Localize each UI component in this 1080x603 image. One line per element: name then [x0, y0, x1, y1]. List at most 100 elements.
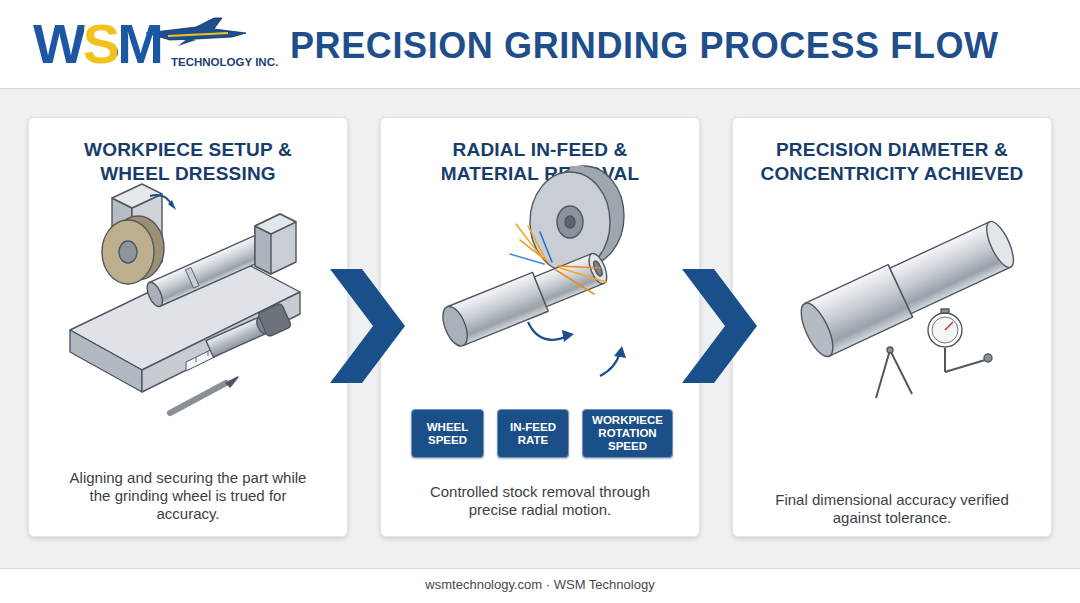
jet-icon-part [146, 18, 246, 40]
grinding-machine-part [132, 194, 162, 276]
grinding-contact-part-part [592, 260, 604, 277]
grinding-machine-part [102, 220, 154, 284]
grinding-machine-part [226, 377, 238, 387]
card-heading: PRECISION DIAMETER & CONCENTRICITY ACHIE… [737, 138, 1047, 186]
finished-part-part [876, 350, 890, 398]
parameter-box: IN-FEED RATE [497, 409, 569, 458]
finished-part-part [887, 347, 893, 353]
grinding-contact-part-part [528, 226, 546, 260]
finished-part-part [941, 309, 949, 313]
grinding-machine-part [168, 200, 176, 210]
grinding-contact-part-part [540, 232, 552, 262]
grinding-machine-part-part [263, 227, 285, 256]
finished-part-part [945, 360, 985, 372]
grinding-machine-part [150, 195, 172, 206]
parameter-box: WORKPIECE ROTATION SPEED [582, 409, 673, 458]
grinding-machine-part-part [256, 327, 257, 332]
grinding-machine-part [170, 383, 226, 413]
grinding-contact-part [614, 346, 626, 358]
grinding-machine-part-part [232, 339, 233, 344]
grinding-contact-part [557, 206, 583, 238]
jet-icon-part [178, 38, 196, 46]
jet-icon-part [168, 33, 228, 36]
grinding-contact-part-part [534, 254, 603, 307]
grinding-contact-part-part [510, 254, 544, 264]
process-card: WORKPIECE SETUP & WHEEL DRESSING Aligning… [28, 117, 348, 537]
grinding-machine-part [255, 214, 296, 234]
finished-part-part-part [888, 265, 913, 318]
parameter-label: WORKPIECE ROTATION SPEED [586, 414, 669, 453]
grinding-contact-part [438, 246, 612, 349]
jet-icon [146, 18, 246, 46]
footer-caption: wsmtechnology.com · WSM Technology [0, 577, 1080, 593]
grinding-machine-part [112, 216, 164, 280]
grinding-machine-part [70, 330, 142, 392]
grinding-machine-part-part [244, 333, 245, 338]
grinding-contact-part [562, 330, 574, 342]
grinding-contact-part-part [520, 240, 548, 262]
grinding-machine-part-part [196, 357, 197, 362]
finished-part-part-part [890, 222, 1011, 314]
grinding-machine-part [204, 303, 291, 361]
finished-part-part [795, 214, 1021, 360]
diagram-title: PRECISION GRINDING PROCESS FLOW [290, 25, 999, 67]
grinding-machine-part-part [185, 267, 199, 288]
grinding-machine-part [142, 292, 300, 392]
grinding-machine-part-part [208, 351, 209, 356]
grinding-machine-part [196, 321, 268, 362]
grinding-contact-part-part [560, 268, 606, 282]
finished-part-part-part [981, 218, 1018, 271]
finished-part [795, 214, 1021, 398]
card-heading: RADIAL IN-FEED & MATERIAL REMOVAL [415, 138, 665, 186]
grinding-machine-part [144, 227, 284, 309]
parameter-label: WHEEL SPEED [415, 421, 480, 447]
grinding-machine-part-part [254, 315, 270, 336]
grinding-contact-part [528, 322, 568, 340]
grinding-machine-part-part [149, 230, 278, 307]
finished-part-part [928, 313, 962, 347]
grinding-machine [70, 184, 300, 413]
logo-tagline: TECHNOLOGY INC. [171, 56, 278, 69]
finished-part-part-part [805, 265, 913, 356]
grinding-contact-part-part [438, 303, 472, 349]
card-description: Aligning and securing the part while the… [63, 469, 313, 523]
grinding-machine-part-part [257, 303, 291, 337]
grinding-contact-part-part [447, 272, 548, 345]
grinding-contact-part [544, 166, 624, 266]
grinding-machine-part [255, 214, 296, 274]
parameter-label: IN-FEED RATE [501, 421, 565, 447]
card-description: Controlled stock removal through precise… [405, 483, 675, 519]
flow-chevron [330, 269, 405, 383]
process-card: PRECISION DIAMETER & CONCENTRICITY ACHIE… [732, 117, 1052, 537]
grinding-machine-part [112, 198, 132, 276]
finished-part-part [890, 350, 912, 394]
finished-part-part [944, 348, 946, 372]
grinding-machine-part [119, 241, 137, 263]
grinding-contact-part-part [585, 251, 610, 286]
grinding-machine-part-part [206, 317, 266, 357]
chevron-shape [330, 269, 405, 383]
finished-part-part-part [795, 299, 839, 361]
grinding-contact-part [600, 352, 620, 376]
card-description: Final dimensional accuracy verified agai… [752, 491, 1032, 527]
grinding-contact-part [565, 216, 575, 228]
grinding-machine-part [255, 226, 271, 274]
grinding-contact-part [510, 224, 606, 294]
flow-chevron [682, 269, 757, 383]
parameter-box: WHEEL SPEED [411, 409, 484, 458]
grinding-contact-part-part [556, 270, 594, 294]
logo-wordmark: WSM [33, 14, 161, 74]
finished-part-part [984, 354, 992, 362]
grinding-contact [438, 166, 626, 376]
grinding-contact-part [570, 166, 584, 266]
grinding-machine-part [112, 184, 162, 208]
card-heading: WORKPIECE SETUP & WHEEL DRESSING [63, 138, 313, 186]
grinding-contact-part [530, 172, 610, 272]
grinding-contact-part-part [558, 266, 600, 268]
grinding-machine-part-part [268, 321, 269, 326]
chevron-shape [682, 269, 757, 383]
